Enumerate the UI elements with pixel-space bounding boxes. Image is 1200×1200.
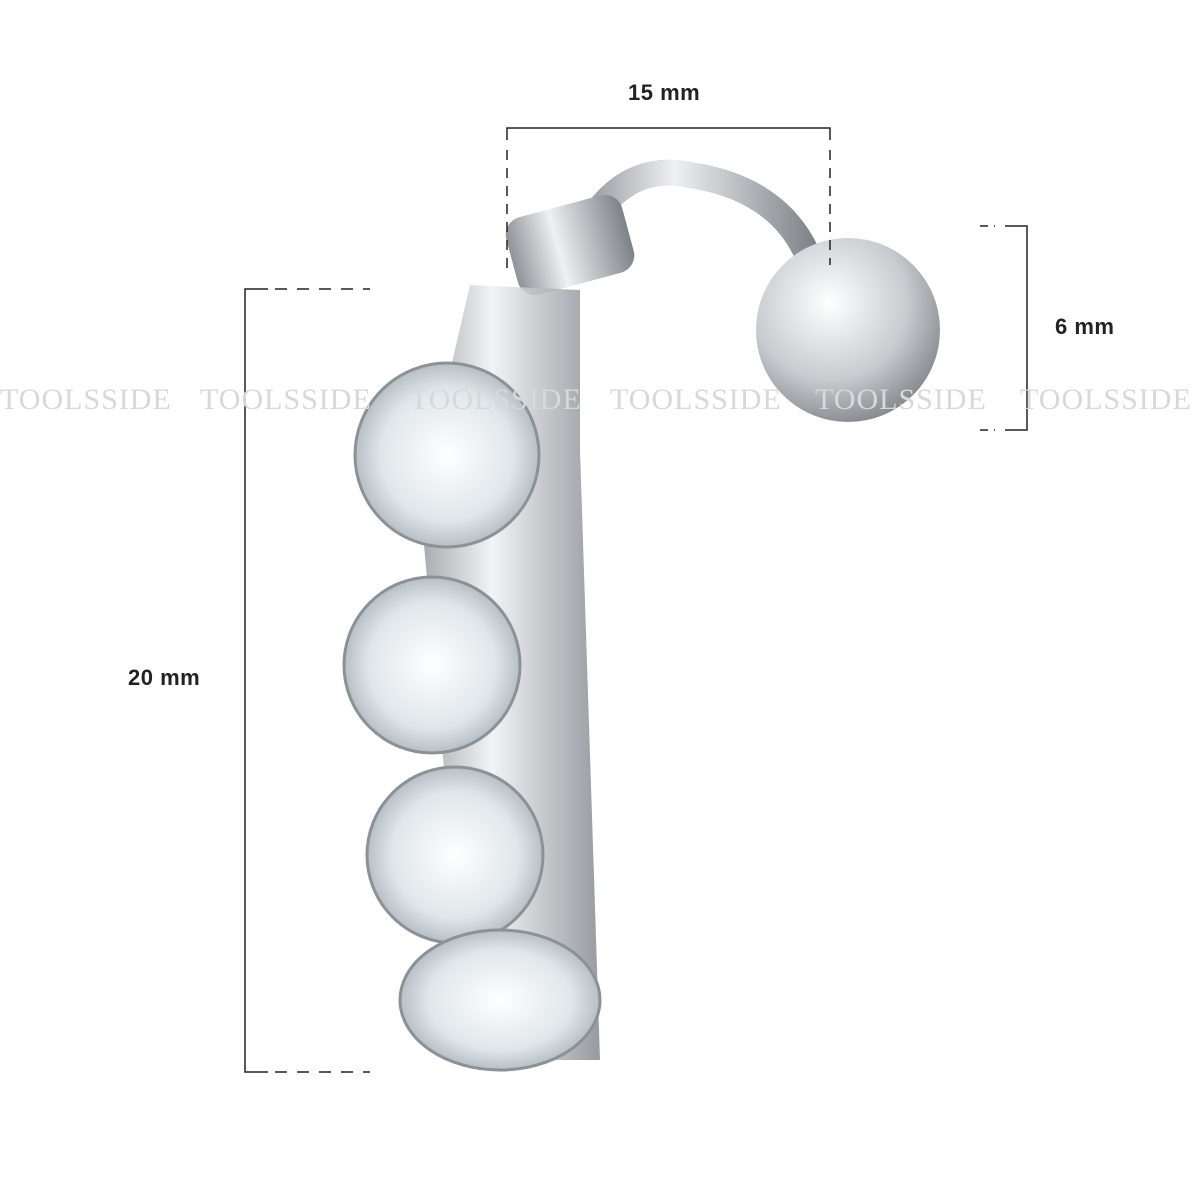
watermark: TOOLSSIDE: [1020, 383, 1192, 416]
dimension-lines: [244, 127, 1028, 1073]
gem-3: [365, 765, 545, 945]
gem-4: [398, 928, 602, 1072]
bar-collar: [505, 194, 635, 296]
watermark: TOOLSSIDE: [0, 383, 172, 416]
gem-1: [353, 361, 541, 549]
ball-dimension-label: 6 mm: [1055, 314, 1115, 339]
watermark: TOOLSSIDE: [815, 383, 987, 416]
ball-end: [756, 238, 940, 422]
watermark: TOOLSSIDE: [200, 383, 372, 416]
gem-2: [342, 575, 522, 755]
watermark: TOOLSSIDE: [610, 383, 782, 416]
length-dimension-label: 20 mm: [128, 665, 201, 690]
width-dimension-label: 15 mm: [628, 80, 701, 105]
watermark: TOOLSSIDE: [410, 383, 582, 416]
